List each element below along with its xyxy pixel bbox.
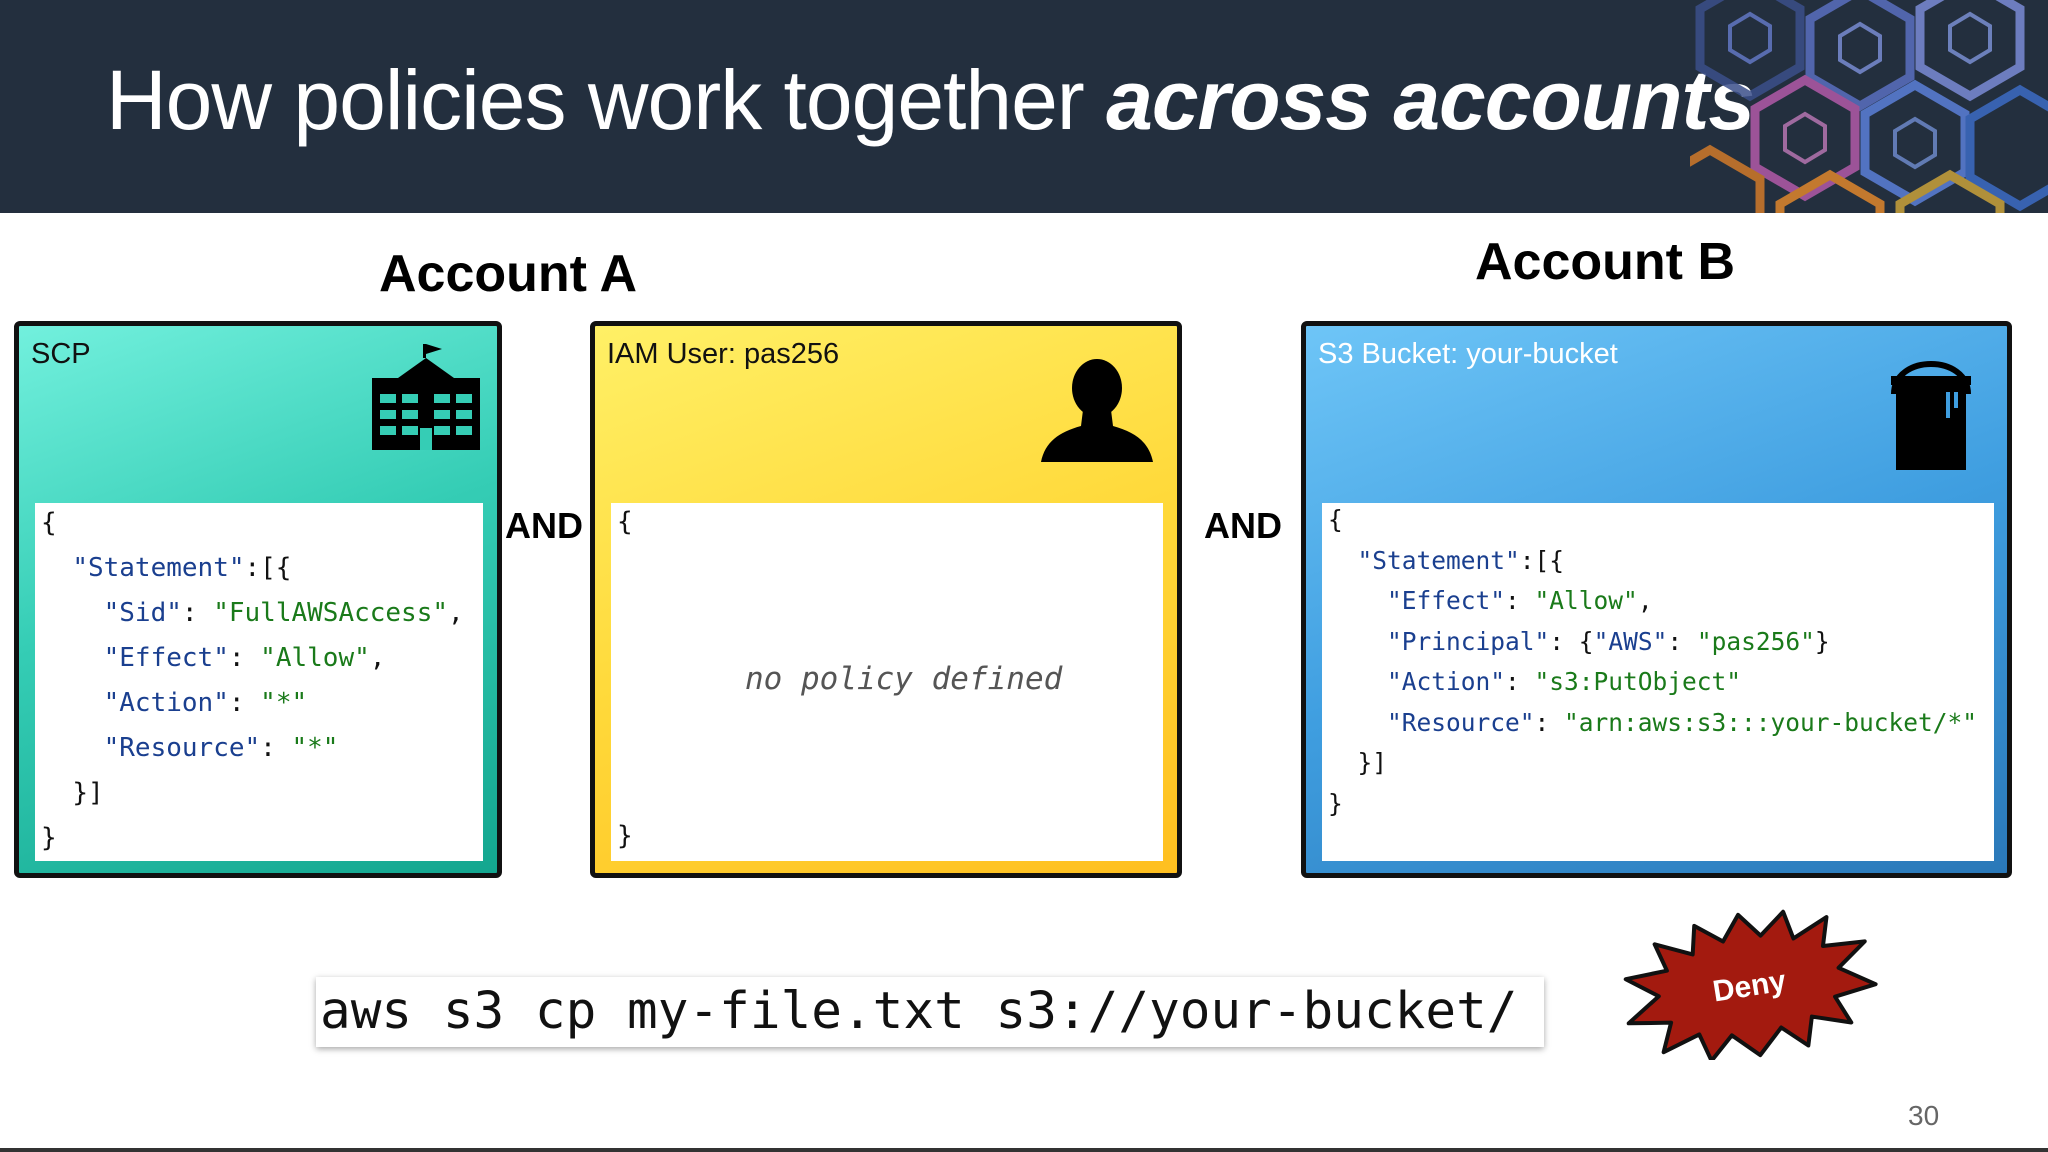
- slide-header: How policies work together across accoun…: [0, 0, 2048, 213]
- deny-starburst-icon: Deny: [1623, 909, 1878, 1060]
- slide-number: 30: [1908, 1100, 1940, 1131]
- iam-user-panel: IAM User: pas256 { no policy defined }: [590, 321, 1182, 878]
- scp-panel: SCP { "Statement":[{ "Sid": "FullAWSAcce…: [14, 321, 502, 878]
- and-connector-2: AND: [1204, 505, 1282, 546]
- account-a-label: Account A: [379, 245, 638, 303]
- building-icon: [372, 344, 480, 450]
- hexagon-pattern-icon: [1690, 0, 2048, 213]
- iam-policy-box: { no policy defined }: [611, 503, 1163, 861]
- s3-policy-box: { "Statement":[{ "Effect": "Allow", "Pri…: [1322, 503, 1994, 861]
- s3-policy-json: { "Statement":[{ "Effect": "Allow", "Pri…: [1328, 505, 1978, 818]
- iam-user-panel-title: IAM User: pas256: [607, 338, 840, 370]
- scp-panel-title: SCP: [31, 338, 91, 370]
- bottom-divider: [0, 1148, 2048, 1152]
- s3-bucket-panel: S3 Bucket: your-bucket { "Statement":[{ …: [1301, 321, 2012, 878]
- iam-policy-open-brace: {: [617, 507, 633, 537]
- slide-title: How policies work together across accoun…: [106, 52, 1755, 149]
- account-b-label: Account B: [1475, 233, 1735, 291]
- user-silhouette-icon: [1041, 359, 1153, 462]
- title-emphasis: across accounts: [1106, 53, 1755, 147]
- bucket-icon: [1891, 361, 1971, 470]
- s3-bucket-panel-title: S3 Bucket: your-bucket: [1318, 338, 1618, 370]
- iam-policy-close-brace: }: [617, 821, 633, 851]
- title-regular: How policies work together: [106, 53, 1107, 147]
- scp-policy-json: { "Statement":[{ "Sid": "FullAWSAccess",…: [41, 508, 464, 853]
- scp-policy-box: { "Statement":[{ "Sid": "FullAWSAccess",…: [35, 503, 483, 861]
- cli-command: aws s3 cp my-file.txt s3://your-bucket/: [316, 977, 1544, 1047]
- and-connector-1: AND: [505, 505, 583, 546]
- deny-starburst-shape: [1623, 909, 1878, 1060]
- no-policy-text: no policy defined: [745, 661, 1063, 697]
